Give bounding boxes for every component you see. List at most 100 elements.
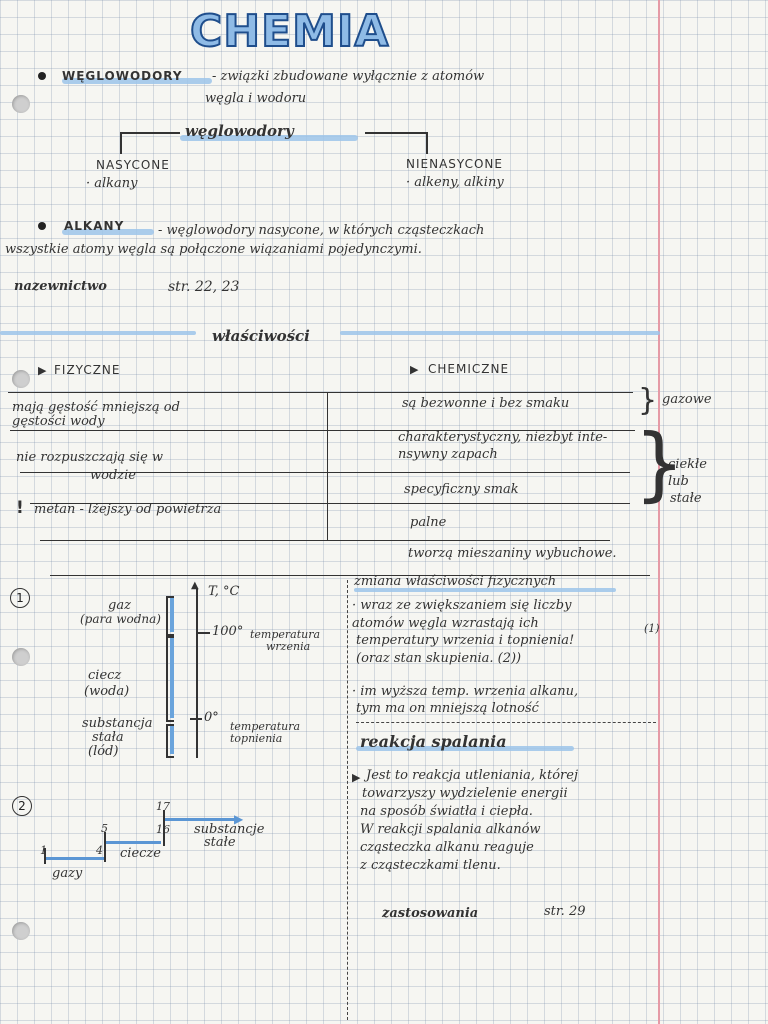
liquid-phase-bar <box>170 636 174 718</box>
naming-ref: str. 22, 23 <box>168 279 240 295</box>
gas-phase-bar <box>170 596 174 632</box>
phase-label: (woda) <box>84 684 130 699</box>
definition-line: wszystkie atomy węgla są połączone wiąza… <box>5 242 422 257</box>
branch-line <box>120 132 122 154</box>
arrow-head-icon: ▶ <box>234 812 244 826</box>
solid-phase-bar <box>170 724 174 754</box>
reaction-line: Jest to reakcja utleniania, której <box>366 768 578 783</box>
note-line: atomów węgla wzrastają ich <box>352 616 539 631</box>
phase-label: (para wodna) <box>80 612 161 626</box>
carbon-count: 5 <box>101 822 108 835</box>
reaction-line: na sposób światła i ciepła. <box>360 804 533 819</box>
notes-heading-underline <box>354 588 616 592</box>
table-column-divider <box>327 392 328 540</box>
range-label: substancje <box>194 822 265 837</box>
range-arrow-liquids <box>105 841 161 844</box>
reaction-line: W reakcji spalania alkanów <box>360 822 541 837</box>
term-highlight <box>62 78 212 84</box>
range-arrow-solids <box>164 818 238 821</box>
note-line: · im wyższa temp. wrzenia alkanu, <box>352 684 579 699</box>
note-line: temperatury wrzenia i topnienia! <box>356 633 575 648</box>
properties-rule <box>340 331 660 335</box>
page-title: CHEMIA <box>189 5 390 58</box>
binder-hole <box>12 95 30 113</box>
arrow-marker-icon: ▶ <box>352 771 361 784</box>
branch-line <box>365 132 427 134</box>
table-rule <box>20 472 630 473</box>
physical-property: mają gęstość mniejszą od <box>12 400 180 415</box>
table-rule <box>10 430 635 431</box>
carbon-count: 1 <box>40 844 47 857</box>
unsaturated-title: NIENASYCONE <box>406 157 503 171</box>
term-alkany: ALKANY <box>64 219 125 233</box>
range-arrow-gases <box>44 857 104 860</box>
carbon-count: 16 <box>156 823 170 836</box>
physical-property: metan - lżejszy od powietrza <box>34 502 222 517</box>
reaction-title: reakcja spalania <box>360 732 507 751</box>
naming-label: nazewnictwo <box>14 279 107 294</box>
table-rule <box>50 575 650 576</box>
tick <box>190 718 202 720</box>
binder-hole <box>12 370 30 388</box>
axis-arrow-icon: ▲ <box>191 580 199 591</box>
phase-label: gaz <box>108 598 131 613</box>
chemical-property: charakterystyczny, niezbyt inte- <box>398 430 608 445</box>
table-rule <box>30 503 630 504</box>
phase-label: ciecz <box>88 668 122 683</box>
axis-label: T, °C <box>208 584 240 599</box>
definition-line: - związki zbudowane wyłącznie z atomów <box>212 69 485 84</box>
properties-rule <box>0 331 196 335</box>
tick-desc: topnienia <box>230 732 283 745</box>
note-line: · wraz ze zwiększaniem się liczby <box>352 598 572 613</box>
unsaturated-sub: · alkeny, alkiny <box>406 175 504 190</box>
range-label: ciecze <box>120 846 161 861</box>
brace: } <box>634 417 685 510</box>
term-highlight <box>62 229 154 235</box>
table-rule <box>40 540 610 541</box>
phase-label: stała <box>92 730 124 745</box>
center-highlight <box>180 135 358 141</box>
term-weglowodory: WĘGLOWODORY <box>62 69 183 83</box>
phase-label: (lód) <box>88 744 119 759</box>
uses-ref: str. 29 <box>544 904 586 919</box>
reaction-line: cząsteczka alkanu reaguje <box>360 840 534 855</box>
bullet <box>38 72 46 80</box>
reaction-line: z cząsteczkami tlenu. <box>360 858 501 873</box>
notes-heading: zmiana właściwości fizycznych <box>354 574 557 589</box>
uses-label: zastosowania <box>382 906 479 921</box>
binder-hole <box>12 922 30 940</box>
chemical-heading: CHEMICZNE <box>428 362 510 376</box>
tick-desc: temperatura <box>230 720 301 733</box>
reaction-title-highlight <box>356 746 574 751</box>
brace-label: lub <box>668 474 689 489</box>
note-line: tym ma on mniejszą lotność <box>356 701 539 716</box>
range-label: stałe <box>204 835 236 850</box>
phase-bracket <box>166 636 174 722</box>
classification-center: węglowodory <box>185 122 294 140</box>
brace-label: ciekłe <box>668 457 707 472</box>
definition-line: węgla i wodoru <box>205 91 307 106</box>
carbon-count: 4 <box>96 844 103 857</box>
tick-desc: wrzenia <box>266 640 311 653</box>
carbon-count: 17 <box>156 800 170 813</box>
reaction-line: towarzyszy wydzielenie energii <box>362 786 568 801</box>
diagram-number: 1 <box>10 588 30 608</box>
branch-line <box>426 132 428 154</box>
brace-label: stałe <box>670 491 702 506</box>
chemical-property: nsywny zapach <box>398 447 498 462</box>
arrow-marker-icon: ▶ <box>410 363 419 376</box>
tick-label-0: 0° <box>204 710 219 725</box>
physical-property: wodzie <box>90 468 136 483</box>
chemical-property: palne <box>410 515 447 530</box>
brace: } <box>638 383 658 418</box>
saturated-title: NASYCONE <box>96 158 170 172</box>
phase-bracket <box>166 596 174 636</box>
chemical-property: tworzą mieszaniny wybuchowe. <box>408 546 617 561</box>
tick <box>44 848 46 864</box>
note-ref: (1) <box>644 622 660 635</box>
column-divider <box>347 580 348 1020</box>
diagram-number: 2 <box>12 796 32 816</box>
tick <box>196 632 210 634</box>
chemical-property: są bezwonne i bez smaku <box>402 396 570 411</box>
tick <box>163 810 165 846</box>
